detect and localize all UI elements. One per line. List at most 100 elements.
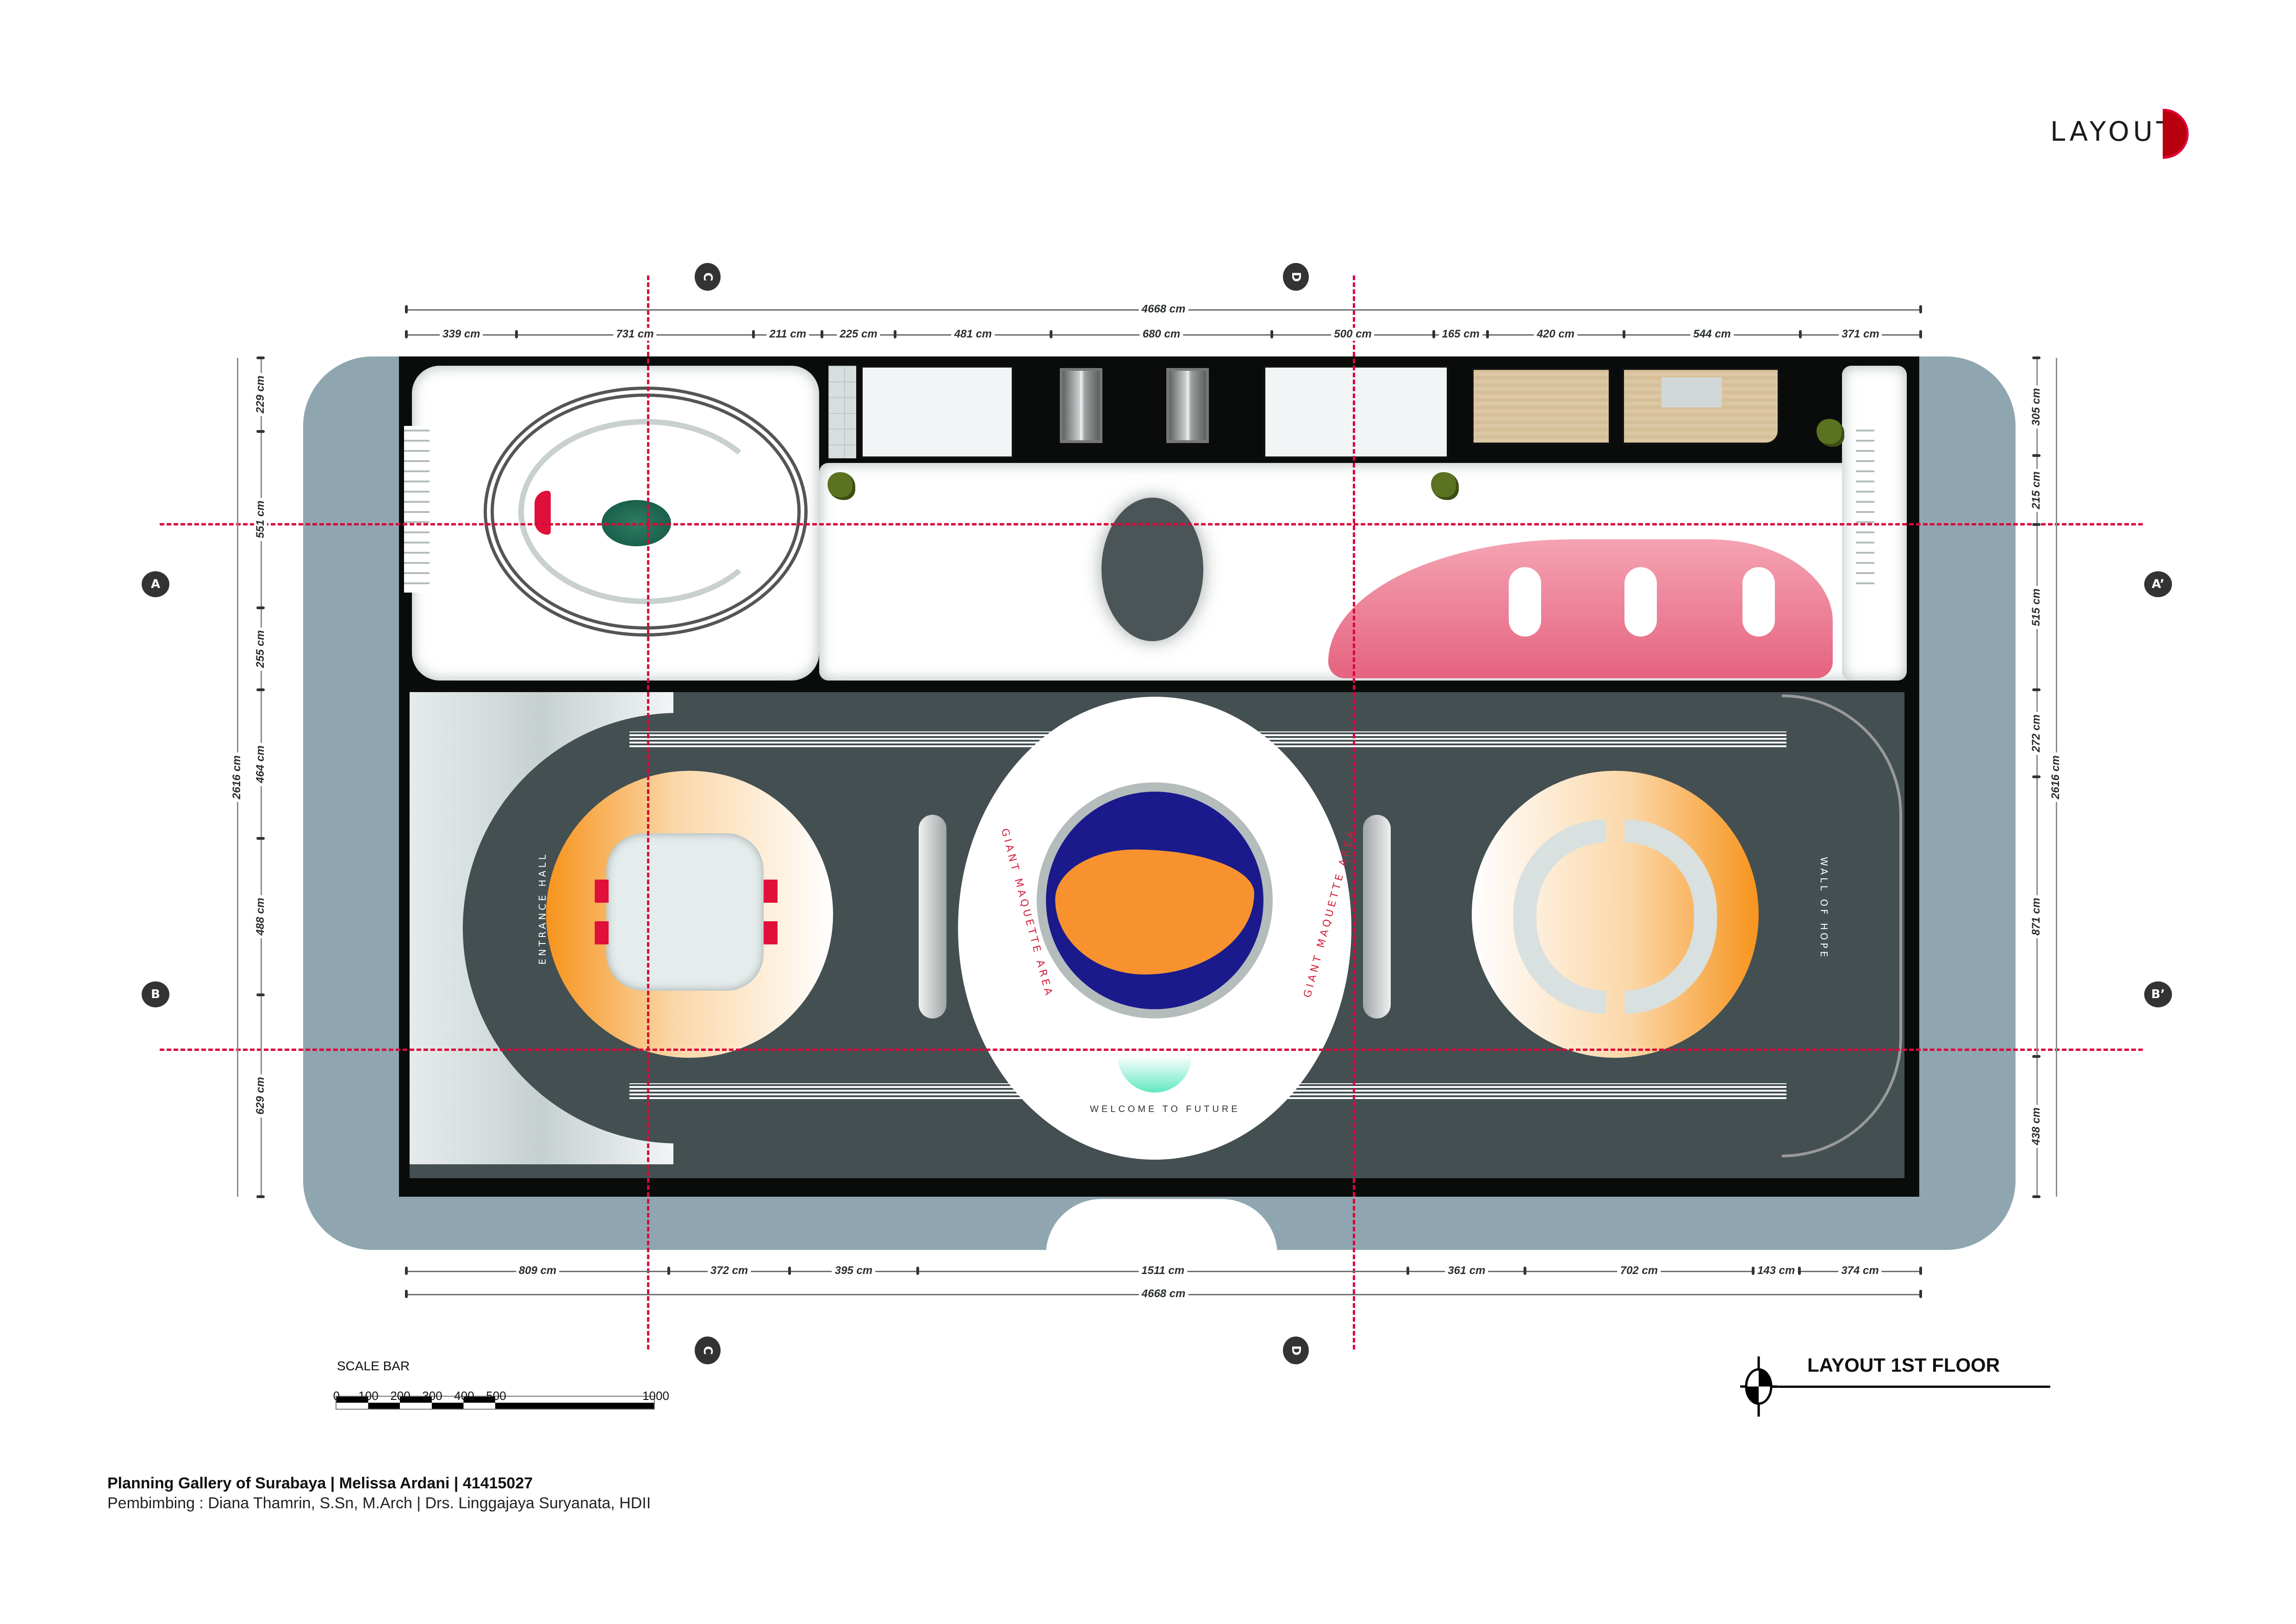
- scale-bar-tick-label: 400: [454, 1389, 474, 1403]
- top-dim-tick: [1919, 330, 1922, 338]
- top-dim-label: 211 cm: [766, 328, 809, 341]
- bottom-dim-label: 361 cm: [1445, 1264, 1488, 1277]
- red-seat: [595, 921, 609, 944]
- section-marker-c-prime[interactable]: C: [695, 1337, 721, 1364]
- top-dim-tick: [1486, 330, 1489, 338]
- section-line-c: [647, 275, 649, 1349]
- scale-bar-tick-label: 200: [390, 1389, 411, 1403]
- right-dim-label: 515 cm: [2030, 585, 2043, 629]
- right-dim-label: 272 cm: [2030, 712, 2043, 755]
- right-dim-tick: [2032, 1055, 2041, 1058]
- right-curved-bench: [1363, 815, 1391, 1018]
- left-dim-tick: [256, 993, 265, 997]
- bottom-dim-tick: [788, 1267, 791, 1275]
- right-stair: [1856, 426, 1874, 593]
- left-dim-label: 629 cm: [254, 1074, 267, 1118]
- top-dim-label: 165 cm: [1439, 328, 1482, 341]
- kiosk: [1509, 567, 1541, 637]
- wall-of-hope-label: WALL OF HOPE: [1818, 856, 1830, 960]
- top-dim-label: 420 cm: [1534, 328, 1577, 341]
- scale-bar-tick-label: 500: [486, 1389, 506, 1403]
- janitor-room: [828, 366, 856, 458]
- top-dim-tick: [405, 330, 408, 338]
- scale-bar-tick-label: 1000: [642, 1389, 669, 1403]
- bottom-dim-label: 372 cm: [707, 1264, 751, 1277]
- section-marker-c[interactable]: C: [695, 263, 721, 291]
- right-dim-tick: [2032, 688, 2041, 691]
- top-dim-tick: [1798, 330, 1802, 338]
- right-dim-tick: [2032, 1195, 2041, 1198]
- right-dim-overall-label: 2616 cm: [2049, 752, 2062, 802]
- bottom-dim-label: 143 cm: [1754, 1264, 1798, 1277]
- top-dim-label: 500 cm: [1331, 328, 1375, 341]
- scale-bar-tick-label: 300: [422, 1389, 442, 1403]
- top-dim-label: 544 cm: [1690, 328, 1734, 341]
- top-dim-tick: [752, 330, 755, 338]
- half-circle-logo-icon: [2163, 109, 2189, 159]
- section-marker-a[interactable]: A: [142, 571, 169, 597]
- elevator-2: [1166, 368, 1209, 443]
- plant-icon: [828, 472, 855, 500]
- top-dim-label: 481 cm: [951, 328, 995, 341]
- scale-bar: [336, 1396, 655, 1410]
- left-dim-overall-label: 2616 cm: [230, 752, 243, 802]
- bottom-dim-label: 809 cm: [516, 1264, 560, 1277]
- right-dim-tick: [2032, 454, 2041, 457]
- top-dim-label: 731 cm: [613, 328, 657, 341]
- top-dim-tick: [405, 305, 408, 313]
- top-dim-tick: [1432, 330, 1436, 338]
- bottom-dim-tick: [1524, 1267, 1527, 1275]
- top-dim-tick: [893, 330, 896, 338]
- top-dim-tick: [1050, 330, 1053, 338]
- left-dim-label: 464 cm: [254, 742, 267, 786]
- north-arrow-quadrant-icon: [1740, 1356, 1777, 1417]
- top-dim-overall-label: 4668 cm: [1139, 303, 1188, 316]
- section-line-d: [1353, 275, 1355, 1349]
- red-bench: [535, 491, 551, 535]
- section-marker-a-prime[interactable]: A’: [2144, 571, 2172, 597]
- supervisor-credit: Pembimbing : Diana Thamrin, S.Sn, M.Arch…: [107, 1494, 651, 1512]
- bottom-dim-overall-label: 4668 cm: [1139, 1287, 1188, 1300]
- red-seat: [764, 921, 778, 944]
- right-dim-tick: [2032, 356, 2041, 359]
- top-dim-label: 339 cm: [440, 328, 483, 341]
- section-line-b: [160, 1049, 2143, 1051]
- bottom-dim-tick: [1751, 1267, 1755, 1275]
- section-marker-d-prime[interactable]: D: [1283, 1337, 1309, 1364]
- left-dim-tick: [256, 688, 265, 691]
- lobby-oval: [1101, 498, 1203, 641]
- section-marker-b-prime[interactable]: B’: [2144, 981, 2172, 1007]
- toilet-female: [1263, 366, 1449, 458]
- top-dim-tick: [515, 330, 518, 338]
- right-dim-label: 215 cm: [2030, 468, 2043, 512]
- left-dim-tick: [256, 606, 265, 610]
- bottom-dim-tick: [405, 1267, 408, 1275]
- title-underline: [1773, 1386, 2050, 1388]
- left-dim-label: 229 cm: [254, 373, 267, 416]
- bottom-dim-label: 1511 cm: [1139, 1264, 1188, 1277]
- scale-bar-tick-label: 0: [333, 1389, 340, 1403]
- red-seat: [764, 880, 778, 903]
- left-dim-label: 255 cm: [254, 627, 267, 671]
- elevator-1: [1060, 368, 1102, 443]
- top-dim-label: 680 cm: [1139, 328, 1183, 341]
- bottom-dim-tick: [1919, 1290, 1922, 1298]
- right-dim-label: 871 cm: [2030, 895, 2043, 938]
- bottom-dim-tick: [667, 1267, 671, 1275]
- top-dim-tick: [1919, 305, 1922, 313]
- left-dim-label: 551 cm: [254, 498, 267, 542]
- scale-bar-tick-label: 100: [358, 1389, 379, 1403]
- welcome-label: WELCOME TO FUTURE: [1090, 1104, 1240, 1114]
- left-dim-label: 488 cm: [254, 895, 267, 938]
- section-marker-b[interactable]: B: [142, 981, 169, 1007]
- left-stair: [404, 426, 429, 593]
- bottom-dim-tick: [916, 1267, 919, 1275]
- right-dim-label: 305 cm: [2030, 385, 2043, 429]
- red-seat: [595, 880, 609, 903]
- top-dim-tick: [1622, 330, 1625, 338]
- right-dim-tick: [2032, 523, 2041, 526]
- bottom-dim-tick: [1919, 1267, 1922, 1275]
- bottom-dim-label: 702 cm: [1617, 1264, 1661, 1277]
- left-dim-tick: [256, 430, 265, 433]
- section-marker-d[interactable]: D: [1283, 263, 1309, 291]
